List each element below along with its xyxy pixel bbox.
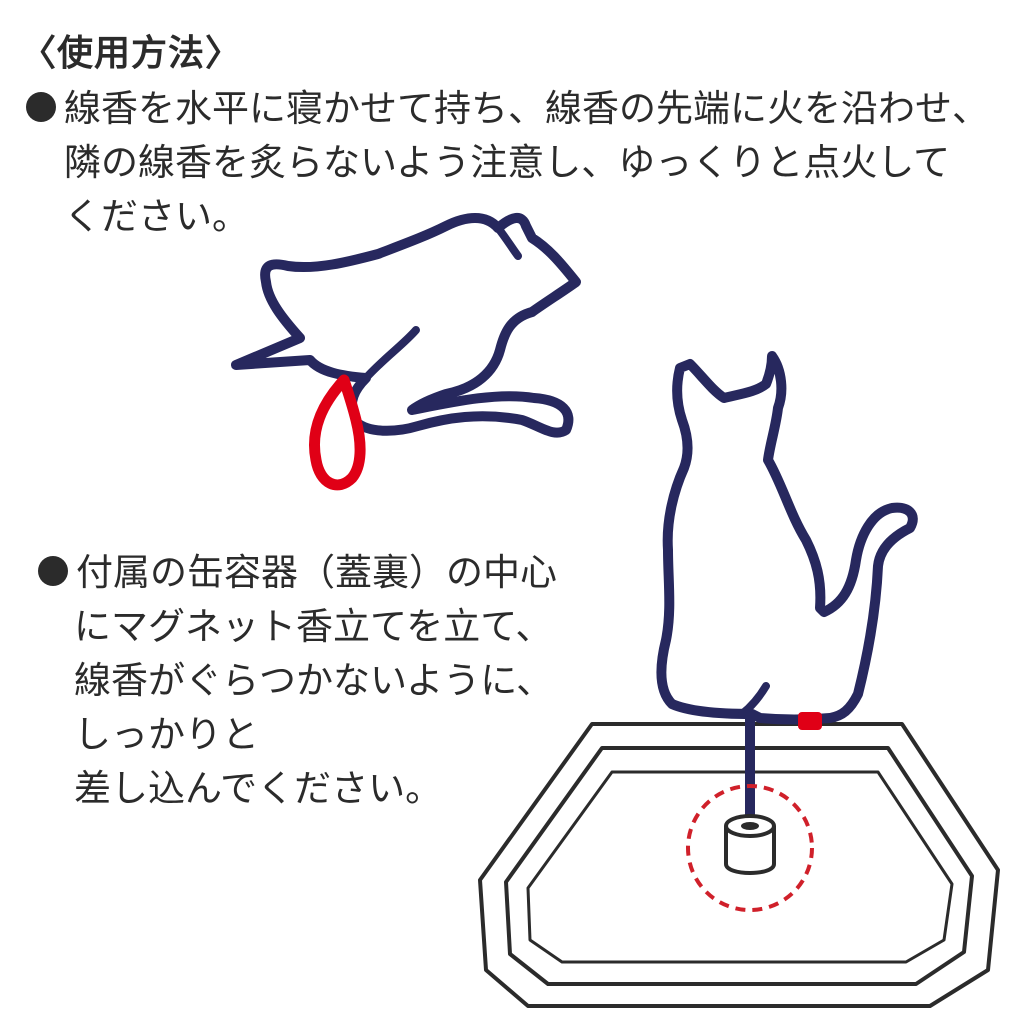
step2-instructions: 付属の缶容器（蓋裏）の中心 にマグネット香立てを立て、 線香がぐらつかないように… bbox=[34, 546, 557, 816]
sitting-cat-outline bbox=[656, 351, 918, 725]
lying-cat-incense-icon bbox=[231, 213, 581, 438]
bullet-icon bbox=[22, 88, 60, 126]
step2-line-3: 線香がぐらつかないように、 bbox=[74, 659, 554, 702]
step2-line-1-text: 付属の缶容器（蓋裏）の中心 bbox=[76, 551, 557, 594]
lying-cat-shoulder bbox=[362, 326, 420, 382]
dashed-highlight-circle-icon bbox=[686, 784, 814, 912]
lying-cat-ear bbox=[494, 224, 522, 260]
holder-hole bbox=[741, 822, 759, 830]
sitting-cat-haunch bbox=[738, 682, 770, 718]
step2-line-4: しっかりと bbox=[74, 713, 259, 756]
step1-line-2: 隣の線香を炙らないよう注意し、ゆっくりと点火して bbox=[64, 141, 951, 184]
magnetic-holder-icon bbox=[724, 814, 776, 875]
step2-line-1: 付属の缶容器（蓋裏）の中心 bbox=[34, 546, 557, 600]
sitting-cat-incense-icon bbox=[656, 351, 918, 825]
holder-body bbox=[724, 826, 776, 875]
step1-line-1: 線香を水平に寝かせて持ち、線香の先端に火を沿わせ、 bbox=[22, 82, 989, 136]
bullet-icon bbox=[34, 552, 72, 590]
flame-icon bbox=[308, 374, 366, 491]
step2-line-2: にマグネット香立てを立て、 bbox=[74, 605, 553, 648]
lying-cat-outline bbox=[231, 213, 581, 438]
step1-line-3: ください。 bbox=[64, 195, 249, 238]
step1-line-1-text: 線香を水平に寝かせて持ち、線香の先端に火を沿わせ、 bbox=[64, 87, 989, 130]
step2-line-5: 差し込んでください。 bbox=[74, 767, 443, 810]
step1-instructions: 線香を水平に寝かせて持ち、線香の先端に火を沿わせ、 隣の線香を炙らないよう注意し… bbox=[22, 82, 989, 244]
flame-outline bbox=[308, 374, 366, 491]
usage-heading: 〈使用方法〉 bbox=[20, 33, 243, 74]
tail-ember bbox=[798, 712, 822, 730]
